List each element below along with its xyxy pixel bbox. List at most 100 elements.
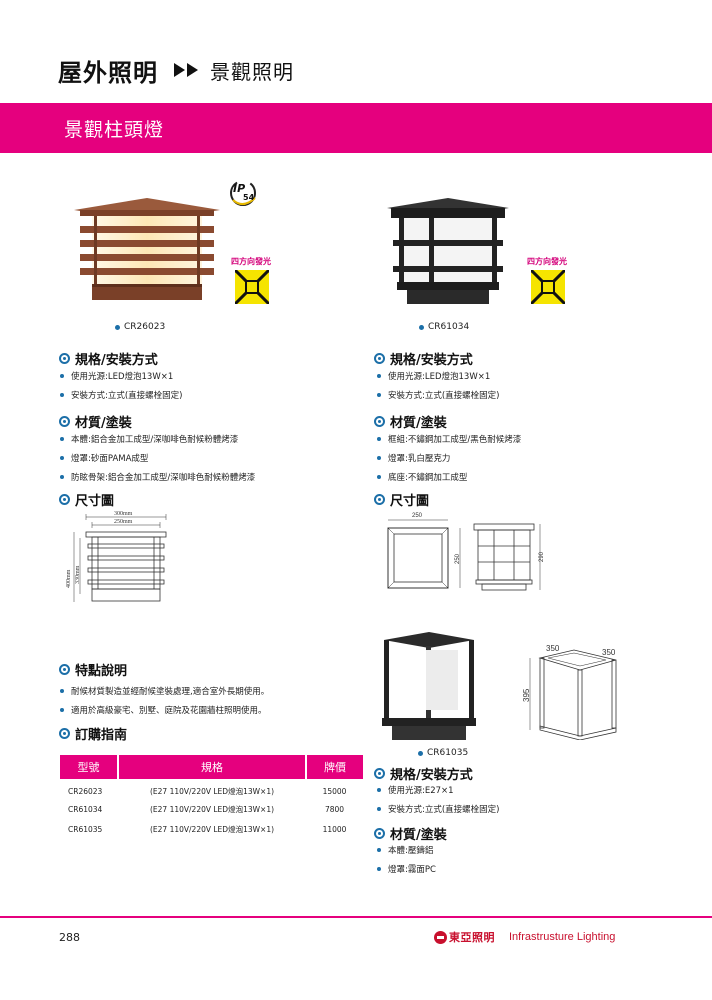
table-cell: 11000	[322, 824, 347, 834]
dim-a: 350	[546, 644, 560, 653]
list-item: 燈罩:霧面PC	[377, 859, 436, 878]
dim-width-inner: 250mm	[114, 519, 133, 525]
list-item: 安裝方式:立式(直接螺栓固定)	[60, 385, 183, 404]
list-item: 燈罩:乳白壓克力	[377, 448, 521, 467]
list-item: 使用光源:LED燈泡13W×1	[377, 366, 500, 385]
material-title-cr61034: 材質/塗裝	[374, 412, 447, 431]
list-item: 耐候材質製造並經耐候塗裝處理,適合室外長期使用。	[60, 681, 269, 700]
features-title: 特點說明	[59, 660, 127, 679]
list-item: 本體:鋁合金加工成型/深咖啡色耐候粉體烤漆	[60, 429, 255, 448]
dimension-drawing-cr61034: 250 250 290	[387, 513, 545, 591]
table-header-row: 型號 規格 牌價	[60, 755, 363, 779]
four-way-light-icon	[235, 270, 269, 304]
four-way-light-label: 四方向發光	[527, 257, 567, 266]
dim-h: 395	[522, 688, 531, 702]
column-header: 牌價	[306, 755, 363, 779]
material-title-cr26023: 材質/塗裝	[59, 412, 132, 431]
footer-divider	[0, 916, 712, 918]
product-image-cr26023	[74, 198, 220, 300]
order-table: 型號 規格 牌價 CR26023 (E27 110V/220V LED燈泡13W…	[60, 755, 363, 839]
column-header: 規格	[118, 755, 307, 779]
target-icon	[59, 664, 70, 675]
list-item: 底座:不鏽鋼加工成型	[377, 467, 521, 486]
list-item: 使用光源:LED燈泡13W×1	[60, 366, 183, 385]
list-item: 框組:不鏽鋼加工成型/黑色耐候烤漆	[377, 429, 521, 448]
product-image-cr61034	[387, 198, 509, 304]
brand-block: 東亞照明 Infrastrusture Lighting	[434, 929, 615, 945]
spec-list-cr61034: 使用光源:LED燈泡13W×1 安裝方式:立式(直接螺栓固定)	[377, 366, 500, 404]
bullet-icon	[418, 750, 423, 756]
dimension-drawing-cr26023: 300mm 250mm 400mm 330mm	[66, 511, 167, 602]
target-icon	[374, 828, 385, 839]
table-cell: (E27 110V/220V LED燈泡13W×1)	[149, 804, 275, 814]
dim-width: 250	[412, 513, 423, 519]
target-icon	[374, 353, 385, 364]
features-list: 耐候材質製造並經耐候塗裝處理,適合室外長期使用。 適用於高級豪宅、別墅、庭院及花…	[60, 681, 269, 719]
dim-height-inner: 330mm	[75, 565, 81, 584]
page-header: 屋外照明 景觀照明	[58, 52, 294, 88]
dim-width-outer: 300mm	[114, 511, 133, 517]
spec-list-cr61035: 使用光源:E27×1 安裝方式:立式(直接螺栓固定)	[377, 780, 500, 818]
brand-logo: 東亞照明	[434, 929, 495, 945]
target-icon	[59, 353, 70, 364]
double-arrow-icon	[174, 63, 200, 77]
table-cell: CR61035	[68, 824, 103, 834]
material-list-cr61035: 本體:壓鑄鋁 燈罩:霧面PC	[377, 840, 436, 878]
dim-height-outer: 400mm	[66, 569, 72, 588]
target-icon	[59, 728, 70, 739]
target-icon	[59, 416, 70, 427]
list-item: 燈罩:砂面PAMA成型	[60, 448, 255, 467]
target-icon	[59, 494, 70, 505]
brand-tagline: Infrastrusture Lighting	[509, 931, 616, 943]
list-item: 防眩骨架:鋁合金加工成型/深咖啡色耐候粉體烤漆	[60, 467, 255, 486]
material-list-cr61034: 框組:不鏽鋼加工成型/黑色耐候烤漆 燈罩:乳白壓克力 底座:不鏽鋼加工成型	[377, 429, 521, 486]
product-code-cr61034: CR61034	[419, 322, 469, 332]
four-way-light-icon	[531, 270, 565, 304]
order-title: 訂購指南	[59, 724, 127, 743]
dim-side: 250	[455, 553, 461, 564]
four-way-light-label: 四方向發光	[231, 257, 271, 266]
dim-height: 290	[539, 551, 545, 562]
table-cell: 15000	[322, 786, 347, 796]
table-row: CR26023 (E27 110V/220V LED燈泡13W×1) 15000	[60, 779, 363, 799]
spec-title-cr26023: 規格/安裝方式	[59, 349, 158, 368]
material-list-cr26023: 本體:鋁合金加工成型/深咖啡色耐候粉體烤漆 燈罩:砂面PAMA成型 防眩骨架:鋁…	[60, 429, 255, 486]
target-icon	[374, 768, 385, 779]
bullet-icon	[419, 324, 424, 330]
banner-title: 景觀柱頭燈	[64, 119, 165, 141]
product-code-cr26023: CR26023	[115, 322, 165, 332]
list-item: 安裝方式:立式(直接螺栓固定)	[377, 385, 500, 404]
product-code-cr61035: CR61035	[418, 748, 468, 758]
ip-rating: 54	[243, 193, 255, 202]
ip-letters: IP	[233, 182, 246, 195]
spec-list-cr26023: 使用光源:LED燈泡13W×1 安裝方式:立式(直接螺栓固定)	[60, 366, 183, 404]
ip54-icon: IP 54	[228, 176, 258, 210]
brand-mark-icon	[434, 930, 447, 944]
target-icon	[374, 494, 385, 505]
table-cell: CR61034	[68, 804, 103, 814]
page-number: 288	[59, 931, 80, 944]
table-cell: CR26023	[68, 786, 103, 796]
list-item: 使用光源:E27×1	[377, 780, 500, 799]
table-cell: 7800	[324, 804, 345, 814]
list-item: 本體:壓鑄鋁	[377, 840, 436, 859]
table-cell: (E27 110V/220V LED燈泡13W×1)	[149, 786, 275, 796]
spec-title-cr61034: 規格/安裝方式	[374, 349, 473, 368]
dimension-drawing-cr61035: 350 350 395	[522, 644, 617, 740]
column-header: 型號	[60, 755, 119, 779]
dim-title-cr26023: 尺寸圖	[59, 490, 114, 509]
subcategory-title: 景觀照明	[210, 59, 294, 84]
table-row: CR61034 (E27 110V/220V LED燈泡13W×1) 7800	[60, 799, 363, 819]
list-item: 適用於高級豪宅、別墅、庭院及花園牆柱照明使用。	[60, 700, 269, 719]
bullet-icon	[115, 324, 120, 330]
list-item: 安裝方式:立式(直接螺栓固定)	[377, 799, 500, 818]
dim-b: 350	[602, 648, 616, 657]
product-image-cr61035	[382, 632, 476, 740]
table-cell: (E27 110V/220V LED燈泡13W×1)	[149, 824, 275, 834]
spec-title-cr61035: 規格/安裝方式	[374, 764, 473, 783]
material-title-cr61035: 材質/塗裝	[374, 824, 447, 843]
target-icon	[374, 416, 385, 427]
section-banner: 景觀柱頭燈	[0, 103, 712, 153]
dim-title-cr61034: 尺寸圖	[374, 490, 429, 509]
category-title: 屋外照明	[58, 58, 158, 87]
